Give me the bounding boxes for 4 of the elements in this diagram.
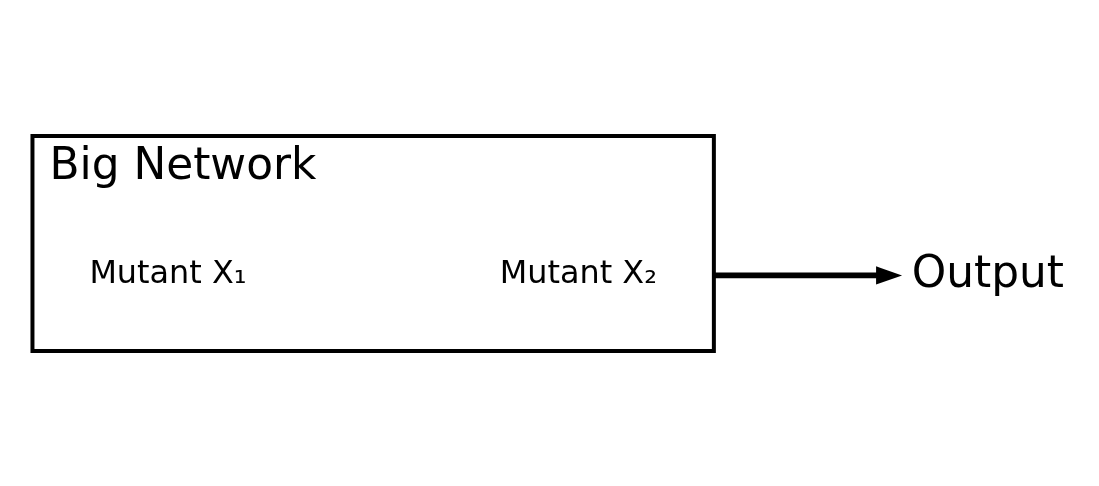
node-text: Output bbox=[911, 245, 1064, 297]
node-text: Mutant X₁ bbox=[89, 252, 247, 291]
arrow bbox=[713, 265, 903, 284]
node-text: Mutant X₂ bbox=[499, 252, 657, 291]
